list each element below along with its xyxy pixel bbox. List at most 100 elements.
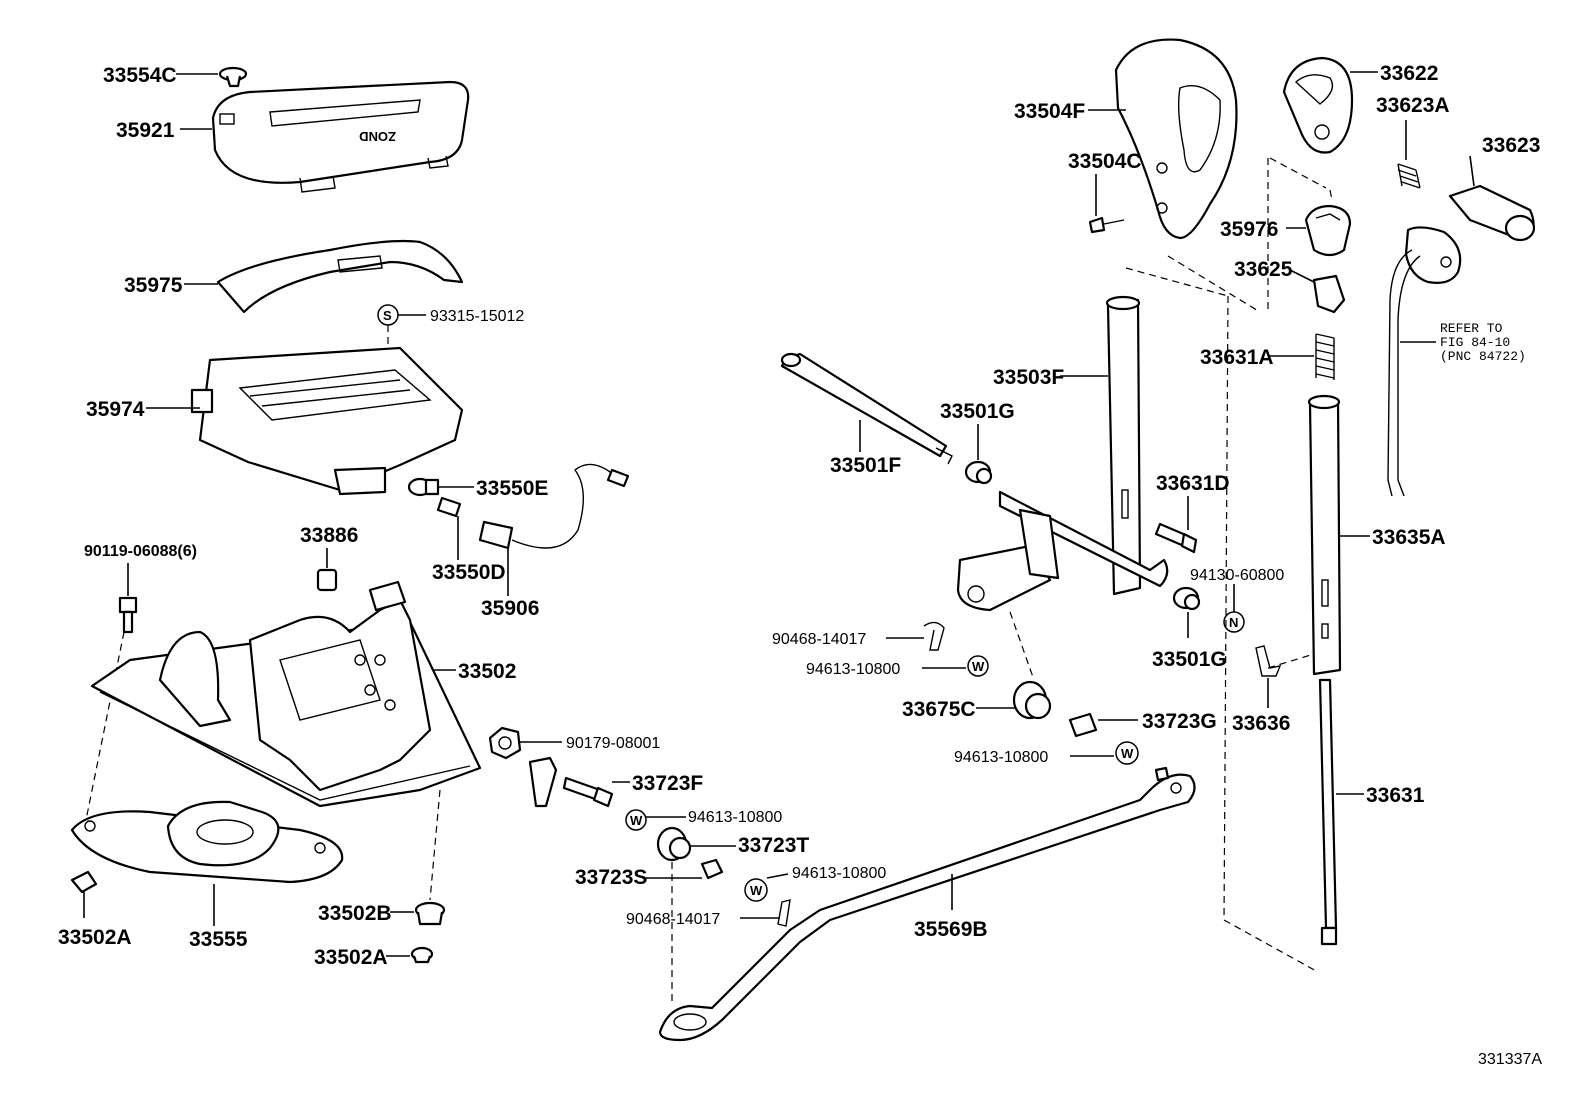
label-33502B: 33502B: [318, 902, 392, 925]
part-33625-pawl: [1312, 274, 1346, 314]
symbol-s: S: [383, 308, 392, 323]
label-90468-14017-a: 90468-14017: [772, 631, 866, 648]
part-90179-nut: [488, 726, 522, 760]
part-33504F-shift-knob: [1114, 38, 1238, 240]
part-35974-housing: [190, 346, 464, 496]
part-33723F-pin: [562, 776, 614, 808]
label-35569B: 35569B: [914, 918, 988, 941]
label-33502A-bottom: 33502A: [314, 946, 388, 969]
part-33723T-bushing: [656, 826, 692, 862]
label-35906: 35906: [481, 597, 539, 620]
washer-symbol-icon: [744, 878, 768, 902]
part-33503F-lever-tube: [956, 295, 1169, 612]
label-33502: 33502: [458, 660, 516, 683]
label-33623: 33623: [1482, 134, 1540, 157]
part-33631A-spring: [1315, 333, 1335, 380]
refer-note-line3: (PNC 84722): [1440, 349, 1526, 364]
part-33555-boot-plate: [70, 800, 344, 884]
label-33625: 33625: [1234, 258, 1293, 281]
part-link-arm: [528, 756, 558, 808]
part-33502A-grommet-bottom: [410, 946, 434, 964]
symbol-w-c: W: [972, 659, 985, 674]
part-33554C-cap: [218, 66, 248, 88]
label-94613-10800-c: 94613-10800: [806, 661, 900, 678]
indicator-letters: ZOND: [359, 129, 396, 144]
label-33636: 33636: [1232, 712, 1290, 735]
refer-note-line2: FIG 84-10: [1440, 335, 1510, 350]
label-33501G-bottom: 33501G: [1152, 648, 1227, 671]
washer-symbol-icon: [967, 655, 989, 677]
symbol-w-d: W: [1121, 746, 1134, 761]
part-33636-clip: [1255, 645, 1282, 677]
washer-symbol-icon: [625, 809, 647, 831]
part-33631D-pin: [1154, 522, 1198, 554]
label-35974: 35974: [86, 398, 145, 421]
part-33504C-screw: [1088, 216, 1125, 234]
label-93315-15012: 93315-15012: [430, 308, 524, 325]
label-33550D: 33550D: [432, 561, 506, 584]
symbol-n: N: [1229, 615, 1238, 630]
part-33623A-spring: [1397, 163, 1421, 189]
label-33723G: 33723G: [1142, 710, 1217, 733]
part-33623-switch-button: [1448, 184, 1536, 242]
label-35921: 35921: [116, 119, 175, 142]
washer-symbol-icon: [1115, 741, 1139, 765]
label-33555: 33555: [189, 928, 248, 951]
label-94613-10800-d: 94613-10800: [954, 749, 1048, 766]
part-33501G-bushing-bottom: [1172, 586, 1201, 611]
refer-note-line1: REFER TO: [1440, 321, 1503, 336]
part-33501G-bushing-top: [964, 460, 993, 485]
label-33504C: 33504C: [1068, 150, 1142, 173]
part-35921-indicator-cover: ZOND: [211, 80, 470, 193]
part-35975-slide-plate: [216, 239, 464, 314]
label-35976: 35976: [1220, 218, 1278, 241]
label-33503F: 33503F: [993, 366, 1064, 389]
label-33550E: 33550E: [476, 477, 548, 500]
part-33502A-grommet-left: [70, 870, 98, 894]
part-33550E-bulb: [407, 477, 440, 497]
label-33723T: 33723T: [738, 834, 809, 857]
part-90468-clip-b: [777, 899, 791, 927]
part-35569B-control-rod: [658, 766, 1196, 1042]
diagram-id: 331337A: [1478, 1051, 1542, 1068]
label-33502A-left: 33502A: [58, 926, 132, 949]
part-33502-lever-base: [90, 580, 482, 808]
part-33675C-bushing: [1012, 680, 1052, 720]
label-33886: 33886: [300, 524, 358, 547]
part-33502B-grommet: [414, 901, 446, 926]
label-33631D: 33631D: [1156, 472, 1230, 495]
label-33504F: 33504F: [1014, 100, 1085, 123]
label-33723S: 33723S: [575, 866, 647, 889]
label-94130-60800: 94130-60800: [1190, 567, 1284, 584]
part-33886-clip: [316, 568, 338, 592]
label-33622: 33622: [1380, 62, 1438, 85]
label-90468-14017-b: 90468-14017: [626, 911, 720, 928]
part-90468-clip-a: [923, 621, 945, 651]
part-33550D-socket: [436, 496, 462, 518]
label-33635A: 33635A: [1372, 526, 1446, 549]
part-switch-wire-assembly: [1387, 226, 1462, 497]
label-33675C: 33675C: [902, 698, 976, 721]
label-33554C: 33554C: [103, 64, 177, 87]
part-33622-button-cover: [1282, 56, 1354, 154]
label-33631A: 33631A: [1200, 346, 1274, 369]
part-35976-collar: [1304, 204, 1352, 257]
label-35975: 35975: [124, 274, 183, 297]
label-33723F: 33723F: [632, 772, 703, 795]
part-90119-bolt: [118, 596, 138, 634]
label-33501F: 33501F: [830, 454, 901, 477]
part-33631-rod: [1318, 678, 1338, 946]
label-94613-10800-b: 94613-10800: [792, 865, 886, 882]
label-33623A: 33623A: [1376, 94, 1450, 117]
label-33501G-top: 33501G: [940, 400, 1015, 423]
label-33631: 33631: [1366, 784, 1425, 807]
label-90179-08001: 90179-08001: [566, 735, 660, 752]
symbol-w-a: W: [630, 813, 643, 828]
label-90119-06088: 90119-06088(6): [84, 543, 197, 560]
part-33501F-shaft: [780, 352, 953, 465]
part-33723G-sleeve: [1068, 712, 1098, 738]
part-33723S-bushing: [700, 858, 724, 880]
symbol-w-b: W: [750, 883, 763, 898]
label-94613-10800-a: 94613-10800: [688, 809, 782, 826]
